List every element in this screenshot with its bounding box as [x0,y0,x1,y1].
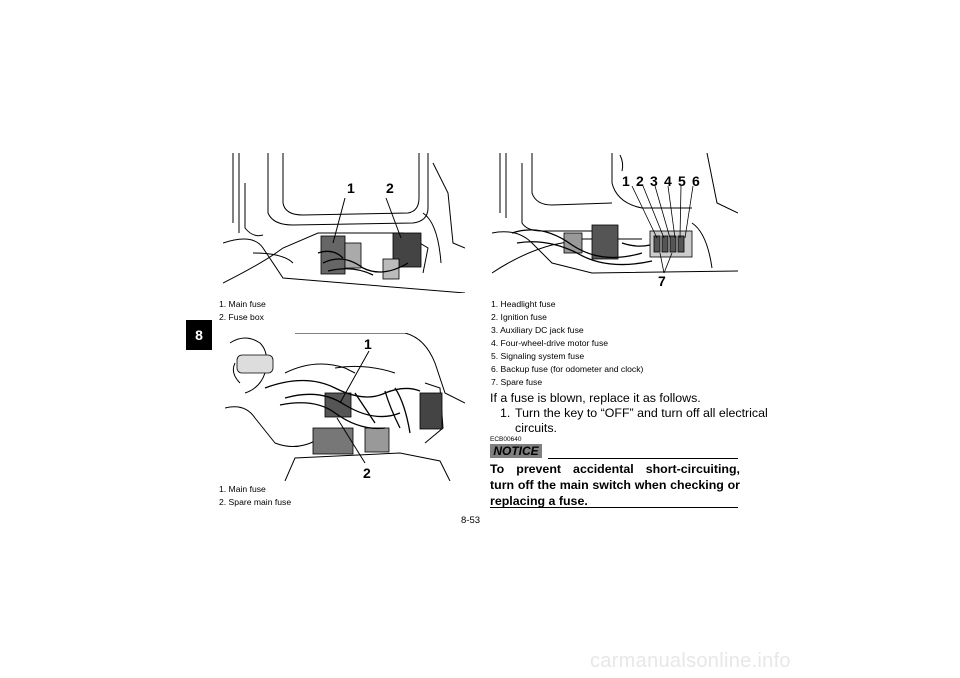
intro-paragraph: If a fuse is blown, replace it as follow… [490,391,701,405]
step-number: 1. [500,406,511,420]
fuse-box-detail-illustration [492,153,738,274]
figure-spare-main-fuse: 1 2 [225,333,465,481]
figure3-caption-item: 3. Auxiliary DC jack fuse [491,325,584,335]
notice-bottom-rule [490,507,738,508]
watermark: carmanualsonline.info [590,650,791,672]
figure3-caption-item: 7. Spare fuse [491,377,543,387]
figure2-caption-item: 1. Main fuse [219,484,266,494]
figure3-caption-item: 6. Backup fuse (for odometer and clock) [491,364,644,374]
figure3-callout-6: 6 [692,173,700,189]
figure3-callout-7: 7 [658,273,666,289]
figure3-callout-3: 3 [650,173,658,189]
figure2-callout-1: 1 [364,336,372,352]
figure3-caption-item: 1. Headlight fuse [491,299,556,309]
figure3-callout-4: 4 [664,173,672,189]
figure2-caption: 1. Main fuse 2. Spare main fuse [219,483,291,509]
chapter-tab: 8 [186,320,212,350]
figure2-caption-item: 2. Spare main fuse [219,497,292,507]
notice-badge: NOTICE [490,444,542,458]
figure3-callout-1: 1 [622,173,630,189]
page-number: 8-53 [461,515,481,526]
figure2-callout-2: 2 [363,465,371,481]
notice-text: To prevent accidental short-circuiting, … [490,462,740,508]
spare-main-fuse-illustration [225,333,465,481]
figure3-caption-item: 2. Ignition fuse [491,312,547,322]
figure-fuse-box-detail: 1 2 3 4 5 6 7 [492,153,738,293]
figure3-caption-item: 5. Signaling system fuse [491,351,585,361]
figure3-callout-2: 2 [636,173,644,189]
step-text-line2: circuits. [515,421,557,435]
figure1-callout-1: 1 [347,180,355,196]
figure1-callout-2: 2 [386,180,394,196]
figure-main-fuse-box: 1 2 [223,153,465,293]
figure3-caption: 1. Headlight fuse 2. Ignition fuse 3. Au… [491,298,643,389]
step-text-line1: Turn the key to “OFF” and turn off all e… [515,406,768,420]
figure3-caption-item: 4. Four-wheel-drive motor fuse [491,338,609,348]
notice-top-rule [548,458,738,459]
notice-code: ECB00640 [490,436,522,443]
figure3-callout-5: 5 [678,173,686,189]
figure1-caption-item: 1. Main fuse [219,299,266,309]
figure1-caption: 1. Main fuse 2. Fuse box [219,298,266,324]
figure1-caption-item: 2. Fuse box [219,312,264,322]
main-fuse-box-illustration [223,153,465,293]
